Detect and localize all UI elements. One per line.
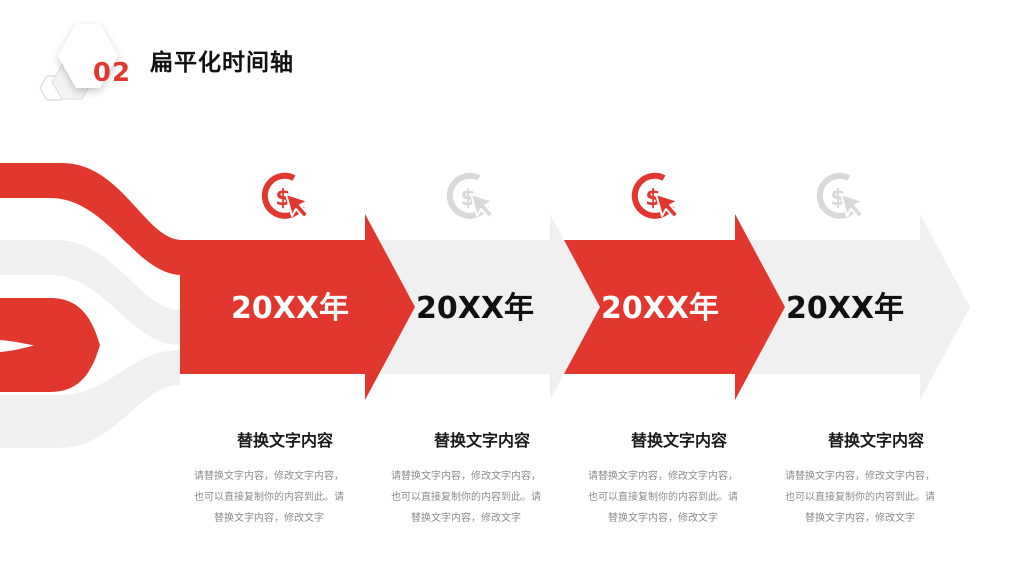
step-title-2: 替换文字内容 (433, 431, 530, 450)
description-line: 替换文字内容，修改文字 (214, 513, 324, 524)
red-ribbon-lower (0, 298, 100, 392)
svg-text:$: $ (275, 186, 290, 211)
dollar-click-icon: $ (443, 170, 499, 226)
step-description-1: 请替换文字内容，修改文字内容， 也可以直接复制你的内容到此。请替换文字内容，修改文… (183, 466, 355, 529)
dollar-click-icon: $ (258, 170, 314, 226)
svg-text:$: $ (645, 186, 660, 211)
description-line: 替换文字内容，修改文字 (805, 513, 915, 524)
description-line: 请替换文字内容，修改文字内容， (785, 471, 935, 482)
section-badge: 02 (30, 22, 130, 112)
description-line: 请替换文字内容，修改文字内容， (588, 471, 738, 482)
dollar-click-icon: $ (628, 170, 684, 226)
step-year-2: 20XX年 (415, 291, 534, 326)
section-number: 02 (92, 58, 132, 88)
red-ribbon-upper (0, 163, 182, 275)
step-description-3: 请替换文字内容，修改文字内容， 也可以直接复制你的内容到此。请替换文字内容，修改文… (577, 466, 749, 529)
timeline-arrow-2 (365, 214, 600, 400)
timeline-arrow-1 (180, 214, 415, 400)
description-line: 请替换文字内容，修改文字内容， (391, 471, 541, 482)
description-line: 替换文字内容，修改文字 (411, 513, 521, 524)
description-line: 也可以直接复制你的内容到此。请 (588, 492, 738, 503)
step-year-1: 20XX年 (230, 291, 349, 326)
step-description-4: 请替换文字内容，修改文字内容， 也可以直接复制你的内容到此。请替换文字内容，修改文… (774, 466, 946, 529)
page-title: 扁平化时间轴 (150, 50, 294, 76)
hexagon-badge-icon (39, 24, 118, 101)
grey-ribbon-upper (0, 240, 180, 345)
timeline-arrow-3 (550, 214, 785, 400)
step-title-3: 替换文字内容 (630, 431, 727, 450)
step-title-1: 替换文字内容 (236, 431, 333, 450)
svg-text:$: $ (830, 186, 845, 211)
step-year-4: 20XX年 (785, 291, 904, 326)
timeline-arrow-4 (735, 214, 970, 400)
step-description-2: 请替换文字内容，修改文字内容， 也可以直接复制你的内容到此。请替换文字内容，修改文… (380, 466, 552, 529)
svg-text:$: $ (460, 186, 475, 211)
description-line: 也可以直接复制你的内容到此。请 (194, 492, 344, 503)
intro-ribbons (0, 163, 182, 448)
step-year-3: 20XX年 (600, 291, 719, 326)
description-line: 请替换文字内容，修改文字内容， (194, 471, 344, 482)
description-line: 也可以直接复制你的内容到此。请 (785, 492, 935, 503)
dollar-click-icon: $ (813, 170, 869, 226)
description-line: 也可以直接复制你的内容到此。请 (391, 492, 541, 503)
step-title-4: 替换文字内容 (827, 431, 924, 450)
timeline-arrows (180, 214, 970, 400)
grey-ribbon-lower (0, 350, 180, 448)
description-line: 替换文字内容，修改文字 (608, 513, 718, 524)
